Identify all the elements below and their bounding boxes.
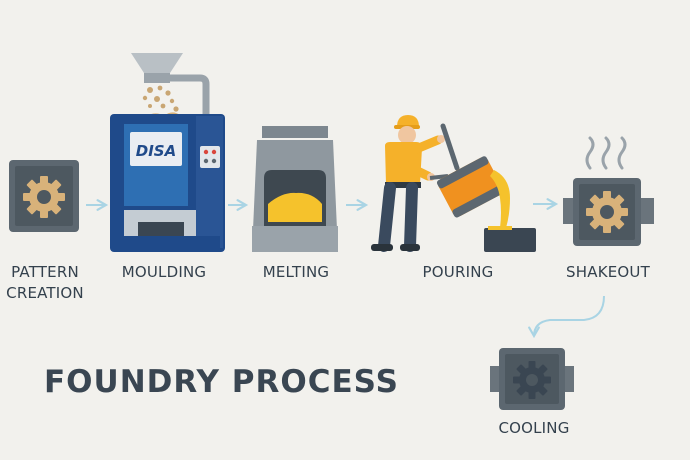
pouring-worker-icon <box>371 115 536 252</box>
gear-icon <box>513 361 551 399</box>
label-pouring: POURING <box>422 263 494 281</box>
label-cooling: COOLING <box>498 419 570 437</box>
label-shakeout: SHAKEOUT <box>566 263 650 281</box>
page-title: FOUNDRY PROCESS <box>44 364 399 400</box>
label-pattern-line2: CREATION <box>6 284 84 302</box>
gear-icon <box>586 191 628 233</box>
shakeout-icon <box>563 136 654 246</box>
label-melting: MELTING <box>262 263 330 281</box>
gear-icon <box>23 176 65 218</box>
pattern-creation-icon <box>9 160 79 232</box>
cooling-icon <box>490 348 574 410</box>
machine-brand-label: DISA <box>136 142 176 160</box>
arrow-5 <box>528 295 605 339</box>
label-moulding: MOULDING <box>121 263 207 281</box>
furnace-icon <box>252 126 338 252</box>
label-pattern-creation: PATTERN CREATION <box>2 262 88 304</box>
label-pattern-line1: PATTERN <box>11 263 79 281</box>
moulding-machine-icon: DISA <box>110 53 225 252</box>
